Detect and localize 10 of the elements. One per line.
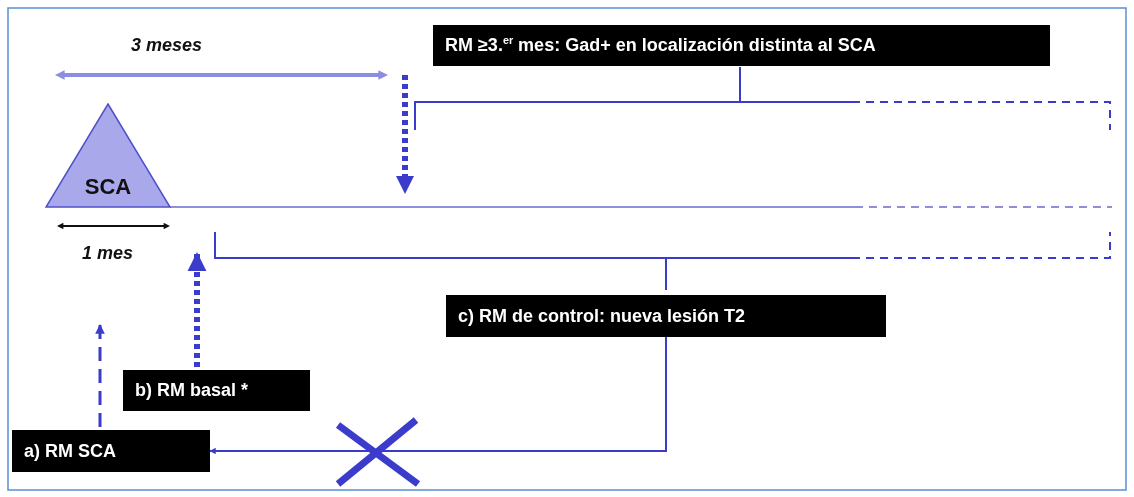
event-label: RM ≥3.$^{er}$ mes: Gad+ en localización distinta al SCA xyxy=(433,25,1050,66)
duration-label: 1 mes xyxy=(82,243,134,264)
event-label: b) RM basal * xyxy=(123,370,310,411)
arrow xyxy=(95,324,105,427)
event-label: a) RM SCA xyxy=(12,430,210,472)
event-label: c) RM de control: nueva lesión T2 xyxy=(446,295,886,337)
duration-label: 3 meses xyxy=(131,35,203,56)
arrow xyxy=(209,336,667,455)
event-label: SCA xyxy=(83,174,133,200)
arrow xyxy=(187,252,207,367)
